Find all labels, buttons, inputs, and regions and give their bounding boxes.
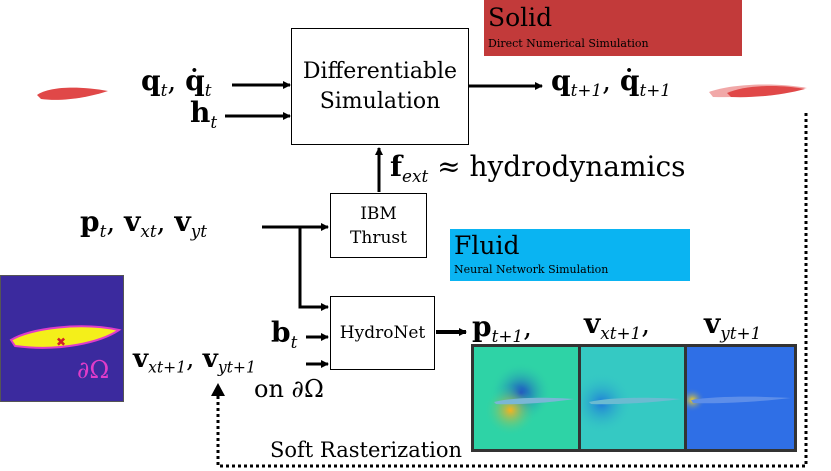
- output-fields-panel: [471, 344, 797, 452]
- svg-text:✖: ✖: [56, 335, 66, 349]
- label-fext: fext ≈ hydrodynamics: [390, 150, 686, 186]
- label-v-next: vxt+1, vyt+1: [133, 344, 256, 377]
- diffsim-label-line2: Simulation: [319, 88, 441, 114]
- label-ht: ht: [190, 96, 218, 132]
- label-on-boundary: on ∂Ω: [254, 375, 324, 403]
- solid-panel: Solid Direct Numerical Simulation: [484, 0, 742, 56]
- differentiable-simulation-box: Differentiable Simulation: [291, 28, 469, 145]
- vy-field-image: [687, 347, 794, 449]
- fluid-panel: Fluid Neural Network Simulation: [450, 229, 690, 281]
- mask-shape: ✖: [9, 325, 122, 349]
- feedback-loop: [216, 113, 808, 468]
- output-header-p: pt+1,: [472, 310, 532, 346]
- output-header-vy: vyt+1: [704, 307, 762, 343]
- vx-field-image: [581, 347, 684, 449]
- label-bt: bt: [271, 316, 298, 352]
- hydronet-box: HydroNet: [330, 296, 435, 370]
- ibm-thrust-box: IBM Thrust: [330, 193, 427, 258]
- boundary-mask-image: ✖ ∂Ω: [0, 275, 124, 402]
- soft-rasterization-label: Soft Rasterization: [270, 438, 463, 462]
- label-q-next: qt+1, q̇t+1: [551, 64, 671, 100]
- label-qt: qt, q̇t: [141, 64, 212, 100]
- diffsim-label-line1: Differentiable: [302, 58, 458, 84]
- domain-boundary-symbol: ∂Ω: [77, 356, 110, 384]
- fish-output-icon: [709, 84, 807, 98]
- fish-input-icon: [37, 87, 108, 100]
- fluid-title: Fluid: [454, 231, 520, 260]
- pressure-field-image: [474, 347, 578, 449]
- solid-title: Solid: [488, 3, 553, 32]
- arrow-pt-hydronet: [298, 227, 329, 311]
- ibm-label-line2: Thrust: [350, 227, 407, 248]
- feedback-arrowhead: [211, 383, 225, 396]
- output-header-vx: vxt+1,: [584, 307, 651, 343]
- fluid-subtitle: Neural Network Simulation: [454, 263, 609, 276]
- hydronet-label: HydroNet: [339, 323, 426, 343]
- solid-subtitle: Direct Numerical Simulation: [488, 37, 649, 50]
- ibm-label-line1: IBM: [360, 203, 397, 224]
- label-pt-vx-vy: pt, vxt, vyt: [80, 205, 207, 241]
